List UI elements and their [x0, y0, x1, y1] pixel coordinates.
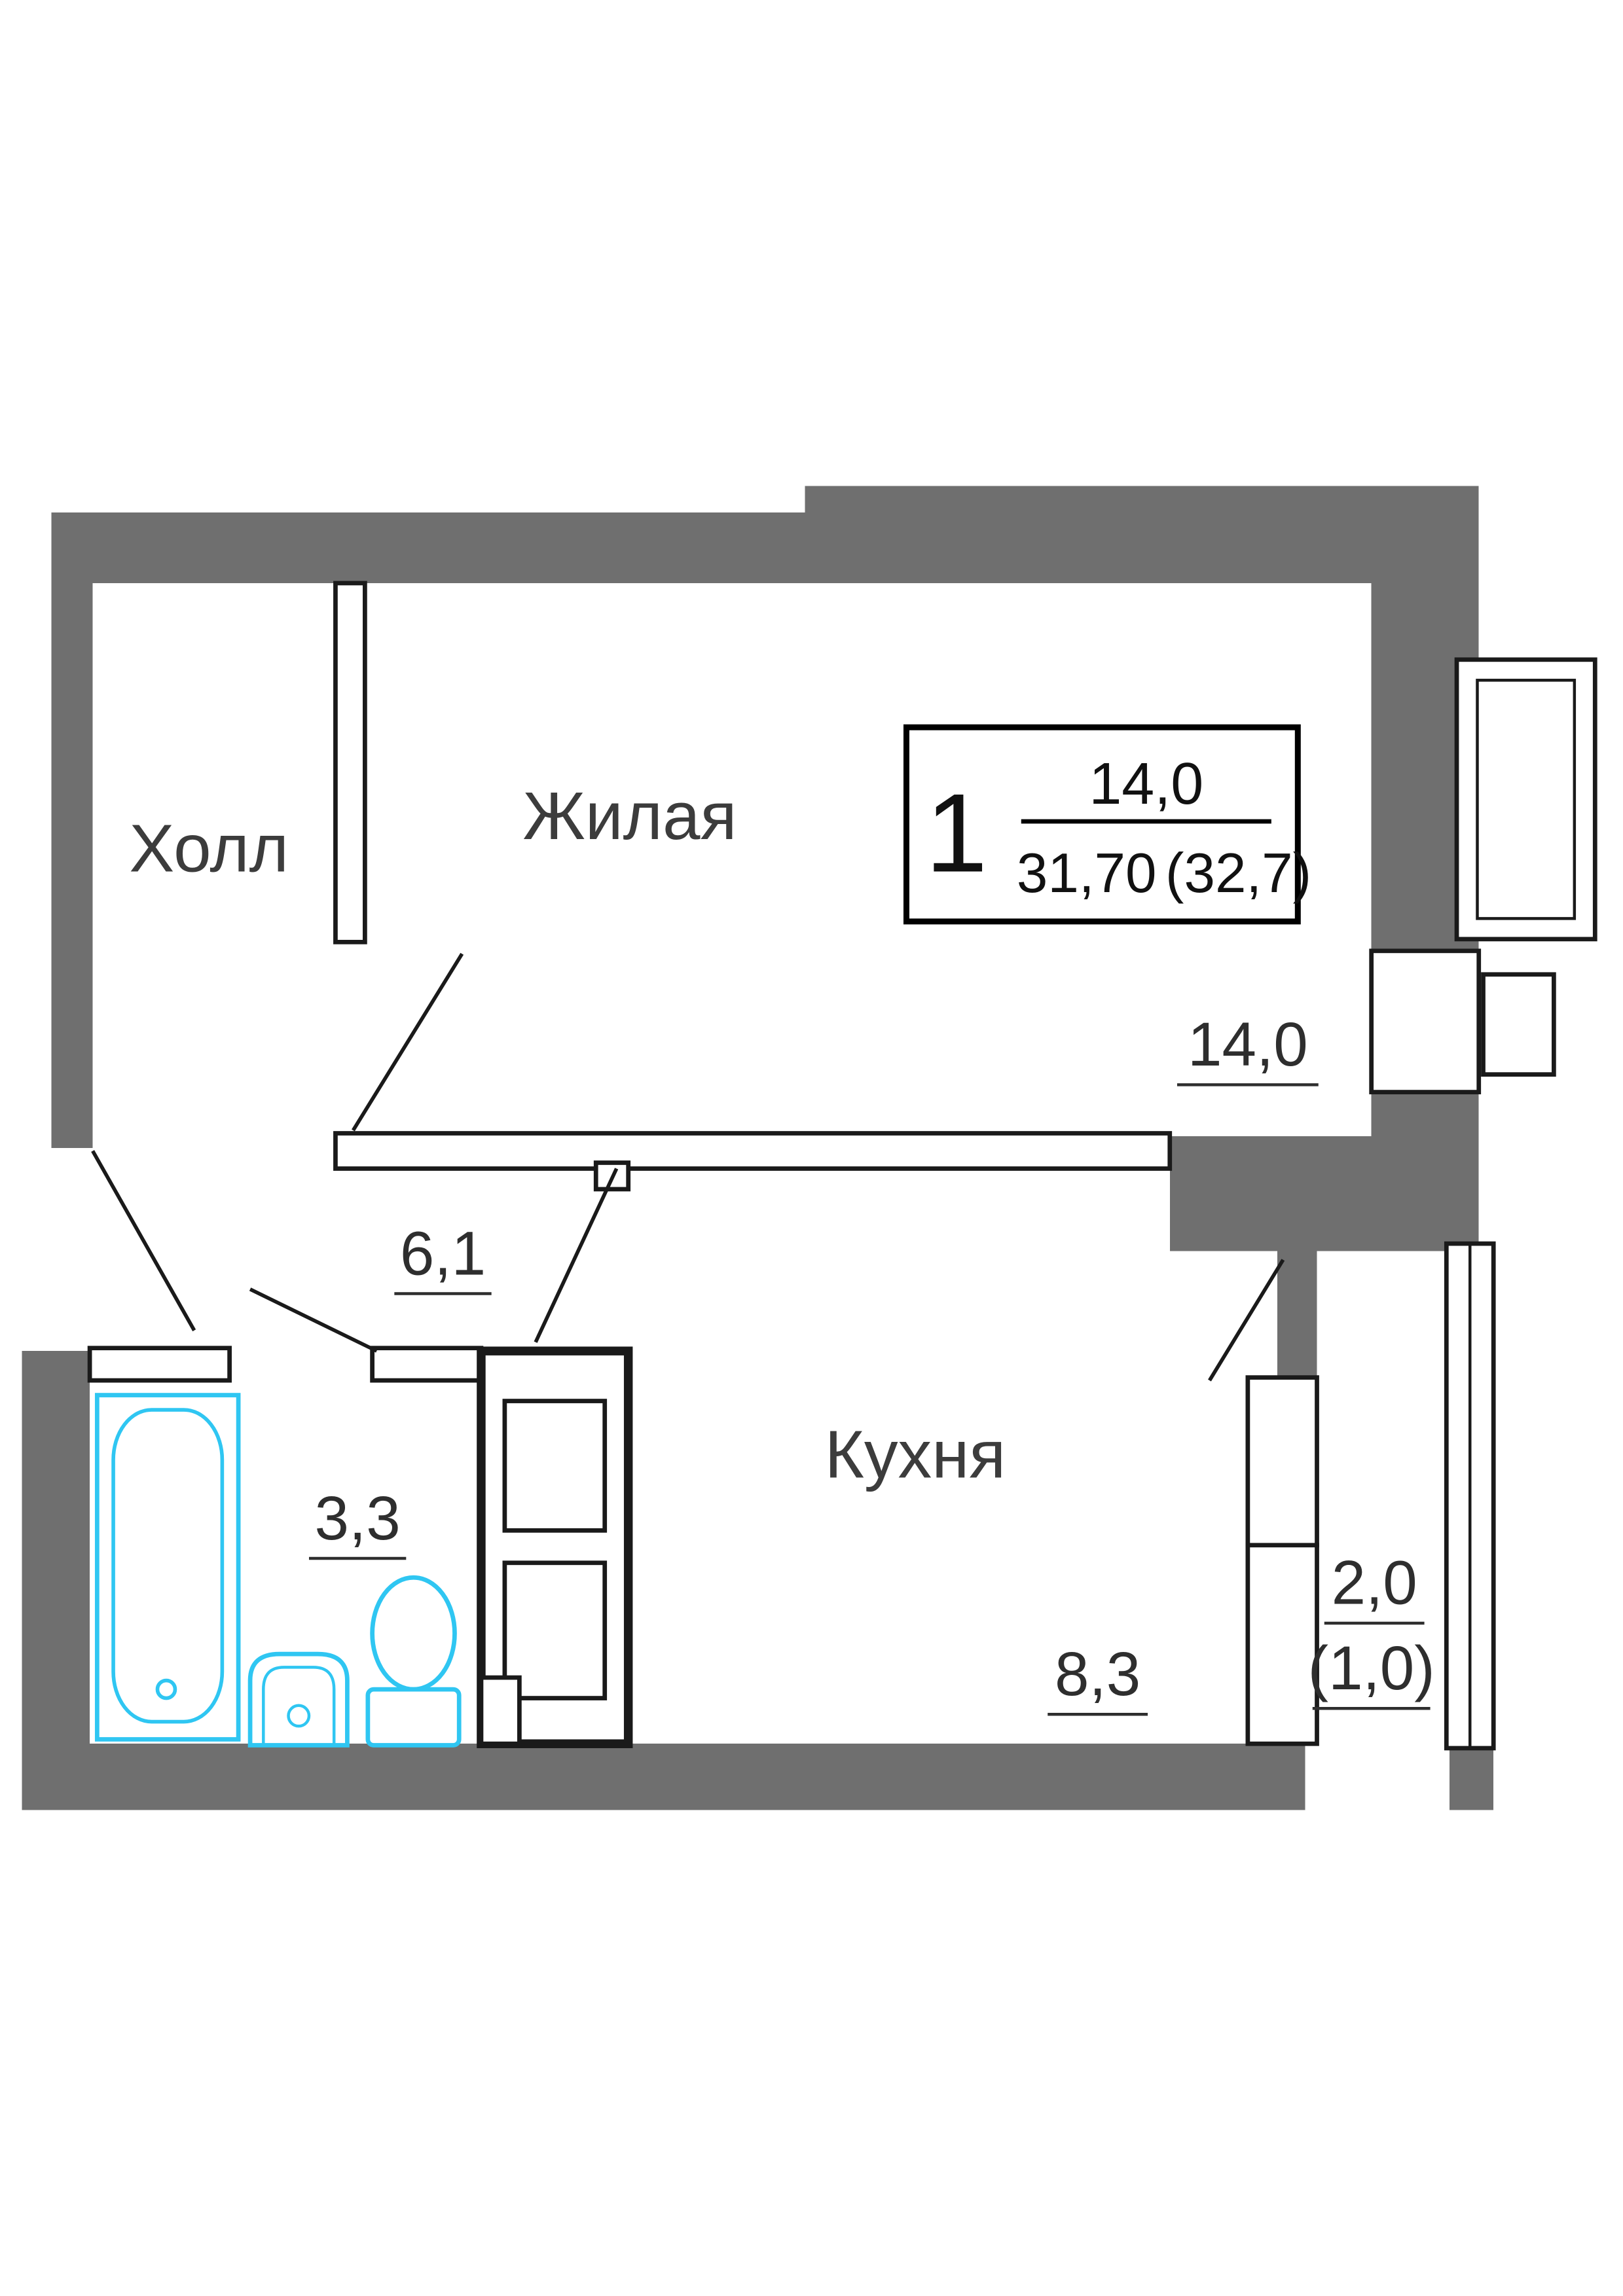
info-living-area: 14,0: [1089, 751, 1203, 817]
vent-shaft-duct-top: [502, 1399, 608, 1533]
area-labels: 14,0 6,1 3,3 8,3 2,0 (1,0): [308, 1011, 1435, 1716]
info-box: 1 14,0 31,70 (32,7): [903, 724, 1311, 925]
label-kitchen: Кухня: [825, 1416, 1006, 1492]
info-room-count: 1: [925, 770, 987, 895]
balcony-door-swing: [1208, 1259, 1285, 1382]
toilet-icon: [365, 1575, 462, 1748]
room-labels: Холл Жилая Кухня: [129, 778, 1006, 1492]
sink-basin: [262, 1666, 336, 1746]
room-kitchen-floor: [628, 1168, 1248, 1744]
vent-shaft: [477, 1346, 633, 1748]
bathtub-inner: [111, 1408, 225, 1724]
area-balcony: 2,0: [1332, 1549, 1417, 1618]
wall-top-right: [805, 486, 1479, 583]
window-living-door-block: [1369, 948, 1482, 1094]
area-kitchen: 8,3: [1055, 1640, 1140, 1709]
room-balcony-floor: [1317, 1251, 1447, 1748]
room-corridor-floor: [92, 1148, 479, 1352]
wall-living-bottom: [333, 1131, 1173, 1171]
sink-faucet: [287, 1704, 311, 1728]
area-balcony-reduced: (1,0): [1308, 1634, 1435, 1703]
room-hall-floor: [92, 583, 336, 1148]
interior-walls: [87, 581, 1173, 1383]
kitchen-door-swing: [534, 1168, 619, 1343]
wall-left: [51, 583, 93, 1148]
wall-bathroom-left: [22, 1351, 90, 1810]
doors: [91, 952, 1285, 1382]
vent-shaft-notch: [479, 1675, 522, 1746]
bathroom-fixtures: [94, 1393, 462, 1748]
wall-hall-living-divider: [333, 581, 367, 944]
info-total-area-reduced: (32,7): [1165, 842, 1311, 905]
info-total-area: 31,70: [1017, 842, 1157, 905]
sink-outline: [247, 1651, 350, 1748]
wall-top-left: [51, 512, 805, 583]
kitchen-balcony-door-upper: [1245, 1375, 1319, 1548]
wall-mid-right-block: [1169, 1136, 1479, 1251]
bathtub-icon: [94, 1393, 241, 1742]
toilet-tank: [365, 1687, 462, 1748]
wall-bathroom-top-left: [87, 1346, 232, 1383]
wall-balcony-bottom: [1449, 1748, 1494, 1810]
toilet-bowl: [370, 1575, 457, 1692]
bathtub-outer: [94, 1393, 241, 1742]
area-bathroom: 3,3: [315, 1484, 401, 1553]
area-living: 14,0: [1188, 1011, 1308, 1079]
label-hall: Холл: [129, 810, 289, 886]
living-door-swing: [352, 952, 464, 1132]
wall-bathroom-top-right: [370, 1346, 484, 1383]
entrance-door-swing: [91, 1150, 196, 1332]
label-living: Жилая: [522, 778, 737, 853]
bathtub-drain: [155, 1678, 177, 1700]
wall-balcony-separator: [1277, 1251, 1317, 1381]
window-living-large-inner: [1476, 679, 1577, 920]
window-living-small: [1481, 972, 1556, 1077]
sink-icon: [247, 1651, 350, 1748]
wall-bottom: [22, 1744, 1305, 1810]
windows: [1245, 657, 1597, 1751]
bathroom-door-swing: [249, 1287, 378, 1353]
kitchen-balcony-door-lower: [1245, 1543, 1319, 1746]
area-hall: 6,1: [400, 1219, 486, 1288]
info-box-frame: [903, 724, 1301, 925]
